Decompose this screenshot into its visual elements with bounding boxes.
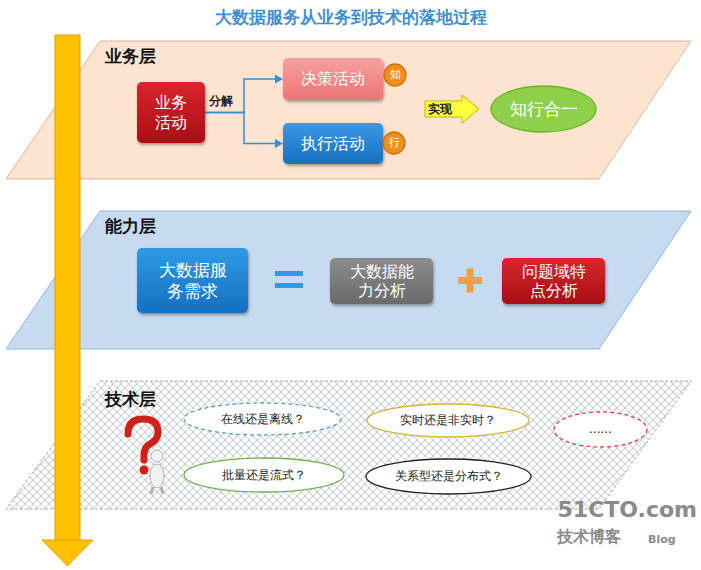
question-ellipse: 关系型还是分布式？ [365,458,532,495]
result-ellipse: 知行合一 [490,85,597,133]
equals-sign [275,283,303,288]
watermark: 51CTO.com [558,497,697,522]
ellipse-outline [366,459,531,494]
node-text: 大数据能力分析 [349,262,415,300]
equals-sign [275,271,303,276]
question-ellipse: 在线还是离线？ [183,402,342,436]
circle-outline [383,132,405,154]
connector [205,75,283,113]
question-ellipse: 实时还是非实时？ [366,403,530,438]
activity-box: 业务活动 [137,82,205,143]
question-ellipse: ...... [553,411,648,448]
node-text: 决策活动 [301,69,365,88]
ellipse-outline [184,403,341,435]
band-fill [6,211,691,349]
layer-band: 技术层在线还是离线？ 实时还是非实时？...... 批量还是流式？ 关系型还是分布式？ [5,380,692,510]
connector-line [205,113,275,144]
band-hatch [6,381,691,509]
band-fill [6,41,691,179]
layer-band: 能力层大数据服务需求 大数据能力分析 问题域特点分析 [5,210,692,350]
arrowhead [275,75,283,84]
circle-outline [384,64,406,86]
demand-box: 大数据服务需求 [137,248,248,313]
band-fill [6,381,691,509]
flow-bar [55,35,80,541]
node-text: 问题域特点分析 [521,262,587,300]
layer-title: 业务层 [105,45,156,68]
node-text: 知 [390,68,401,81]
analysis-box: 大数据能力分析 [330,258,433,304]
node-text: 执行活动 [301,134,365,153]
watermark: Blog [648,533,676,546]
execute-box: 执行活动 [283,123,383,164]
node-text: 行 [389,136,400,149]
node-text: 在线还是离线？ [221,412,305,426]
layer-title: 能力层 [105,215,156,238]
ellipse-outline [184,458,344,492]
edge-label: 分解 [209,93,233,110]
node-text: 业务活动 [154,93,188,131]
plus-sign [467,269,474,293]
diagram-title: 大数据服务从业务到技术的落地过程 [0,6,701,29]
arrow-label: 实现 [428,101,452,118]
question-ellipse: 批量还是流式？ [183,457,345,493]
arrowhead [275,139,283,148]
ellipse-outline [491,86,596,132]
layer-title: 技术层 [105,388,156,411]
decision-box: 决策活动 [283,58,383,100]
watermark: 技术博客 [557,527,621,548]
ellipse-outline [367,404,529,437]
connector-line [205,79,275,113]
connector [205,113,283,149]
node-text: 关系型还是分布式？ [395,469,503,483]
layer-band: 业务层业务活动 决策活动 知执行活动 行 知行合一 [5,40,692,180]
badge-circle: 知 [383,63,407,87]
node-text: 大数据服务需求 [158,260,228,301]
ellipse-outline [554,412,647,447]
analysis-box: 问题域特点分析 [502,258,605,304]
node-text: 知行合一 [510,99,578,119]
node-text: ...... [589,422,612,436]
node-text: 批量还是流式？ [222,468,306,482]
flow-arrowhead [42,540,93,566]
node-text: 实时还是非实时？ [400,413,496,427]
badge-circle: 行 [382,131,406,155]
